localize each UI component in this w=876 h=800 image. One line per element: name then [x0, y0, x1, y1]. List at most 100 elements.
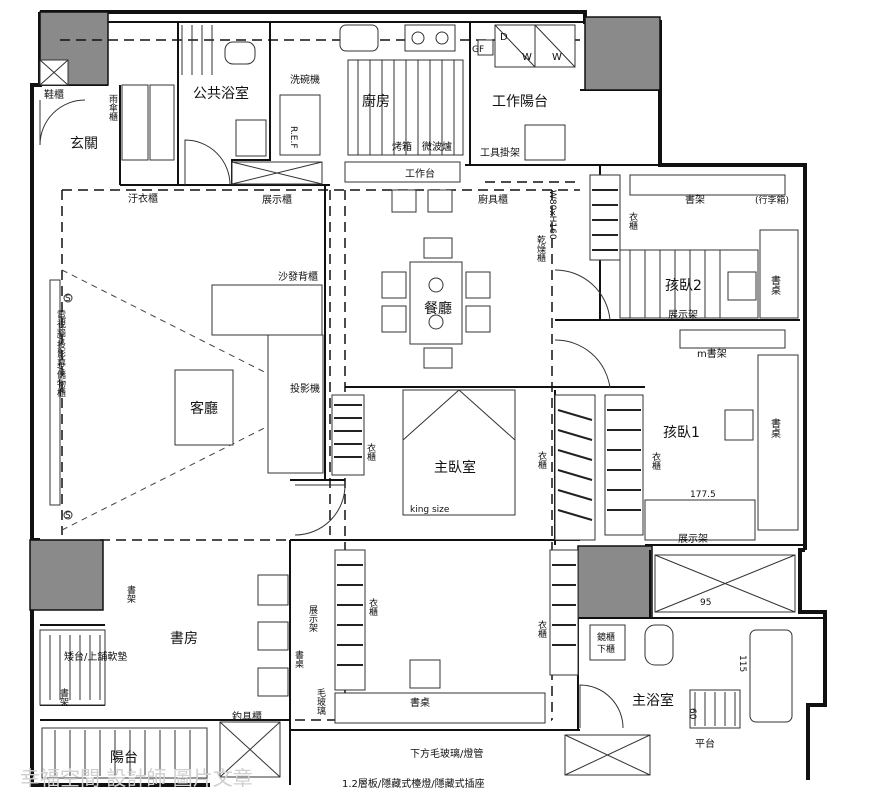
room-label-study: 書房 [170, 631, 198, 647]
dining-chair [381, 305, 407, 333]
kid1-bookshelf [679, 329, 786, 349]
sofa-back-cabinet [211, 284, 323, 336]
work-table [344, 161, 461, 183]
kid2-desk [759, 229, 799, 319]
room-label-kitchen: 廚房 [362, 93, 390, 110]
low-bed [39, 629, 106, 706]
watermark: 幸福空間 設計師 圖片文章 [20, 766, 253, 790]
bar-stool [391, 189, 417, 213]
label-kid1-bookshelf: m書架 [697, 347, 727, 360]
label-s-bottom: S [65, 511, 71, 521]
bath-cabinet [589, 624, 626, 661]
label-study-bookshelf-top: 書架 [125, 584, 136, 604]
label-projector: 投影機 [290, 382, 320, 395]
work-balcony-fixtures [477, 24, 576, 161]
kid1-desk [757, 354, 799, 531]
label-frosted-glass: 毛玻璃 [315, 687, 326, 716]
label-work-table: 工作台 [405, 167, 435, 180]
label-dim-60: 60 [687, 708, 697, 720]
label-luggage: (行李箱) [755, 194, 789, 206]
column-top-right [584, 16, 661, 91]
label-dw: D [500, 32, 508, 43]
king-bed [402, 389, 516, 516]
room-label-entrance: 玄關 [70, 135, 98, 152]
fixture-labels: 鞋櫃 雨傘櫃 汙衣櫃 展示櫃 洗碗機 R.E.F 烤箱 微波爐 工作台 工具掛架… [44, 32, 789, 790]
label-study-bookshelf-bottom: 書架 [58, 687, 69, 707]
master-wardrobe-left [331, 394, 365, 476]
coffee-table [174, 369, 234, 446]
label-dim-115: 115 [737, 655, 747, 672]
label-desk-wardrobe-left: 衣櫃 [367, 597, 378, 617]
desk-wardrobe-right [549, 549, 579, 676]
kid2-wardrobe [589, 174, 621, 261]
sofa [267, 334, 324, 474]
label-kid2-desk: 書桌 [769, 274, 781, 296]
label-kid1-display-rack: 展示架 [678, 533, 708, 545]
room-label-balcony: 陽台 [110, 750, 138, 766]
room-label-dining: 餐廳 [424, 300, 452, 317]
room-label-work-balcony: 工作陽台 [492, 94, 548, 110]
label-s-top: S [65, 294, 71, 304]
label-w2: W [552, 52, 562, 63]
label-dirty-clothes: 汙衣櫃 [128, 192, 158, 205]
label-bath-cabinet: 鏡櫃 [597, 631, 615, 643]
label-microwave: 微波爐 [422, 140, 452, 153]
toilet [224, 41, 256, 65]
umbrella-cabinet [121, 84, 149, 161]
room-label-living: 客廳 [190, 400, 218, 417]
label-tool-rack: 工具掛架 [480, 146, 520, 159]
label-study-display-rack: 展示架 [307, 605, 318, 633]
label-main-desk: 書桌 [410, 696, 430, 709]
label-study-desk: 書桌 [293, 649, 304, 669]
master-toilet [644, 624, 674, 666]
label-gf: GF [472, 45, 484, 55]
stove [404, 24, 456, 52]
label-bottom-note: 1.2層板/隱藏式檯燈/隱藏式插座 [342, 777, 485, 790]
dining-chair [465, 305, 491, 333]
kid1-wardrobe [604, 394, 644, 536]
bottom-balcony [41, 727, 208, 779]
dining-table [409, 261, 463, 345]
desk-wardrobe [334, 549, 366, 691]
label-dim-1775: 177.5 [690, 490, 716, 500]
label-kid1-desk: 書桌 [769, 417, 781, 439]
column-center-right [577, 545, 653, 619]
label-master-wardrobe-left: 衣櫃 [365, 442, 376, 462]
study-desk-left [257, 574, 289, 606]
label-lower-cabinet: 下櫃 [597, 643, 615, 655]
balcony-sink [524, 124, 566, 161]
dining-chair [423, 347, 453, 369]
label-oven: 烤箱 [392, 140, 412, 153]
label-kid1-wardrobe: 衣櫃 [650, 451, 661, 471]
dining-chair [465, 271, 491, 299]
kid1-chair [724, 409, 754, 441]
dining-chair [423, 237, 453, 259]
kid-room-2-furniture [554, 174, 799, 321]
master-bedroom-furniture [294, 389, 596, 541]
label-display-cabinet: 展示櫃 [262, 193, 292, 206]
fridge-block [279, 94, 321, 156]
label-shoe-cabinet: 鞋櫃 [44, 88, 64, 101]
kid2-bookshelf [629, 174, 786, 196]
public-bath-fixtures [181, 25, 267, 186]
label-w1: W [522, 52, 532, 63]
dining-furniture [381, 189, 491, 369]
label-dim-95: 95 [700, 598, 711, 608]
label-tv-wall: 電視牆/投影幕/儲物櫃 [55, 310, 66, 398]
sink [339, 24, 379, 52]
tv-wall-cabinet [49, 279, 61, 506]
master-wardrobe-right [554, 394, 596, 541]
room-label-kid2: 孩臥2 [665, 278, 702, 294]
kid1-bed [644, 499, 756, 541]
entrance-area [39, 59, 175, 161]
desk-chair [409, 659, 441, 689]
desk-area [39, 549, 579, 778]
room-label-master: 主臥室 [434, 459, 476, 476]
label-fridge: R.E.F [288, 126, 298, 149]
desk-main [334, 692, 546, 724]
bath-sink [235, 119, 267, 157]
kitchen-fixtures [279, 24, 464, 183]
label-king-size: king size [410, 505, 450, 515]
room-label-kid1: 孩臥1 [663, 425, 700, 441]
